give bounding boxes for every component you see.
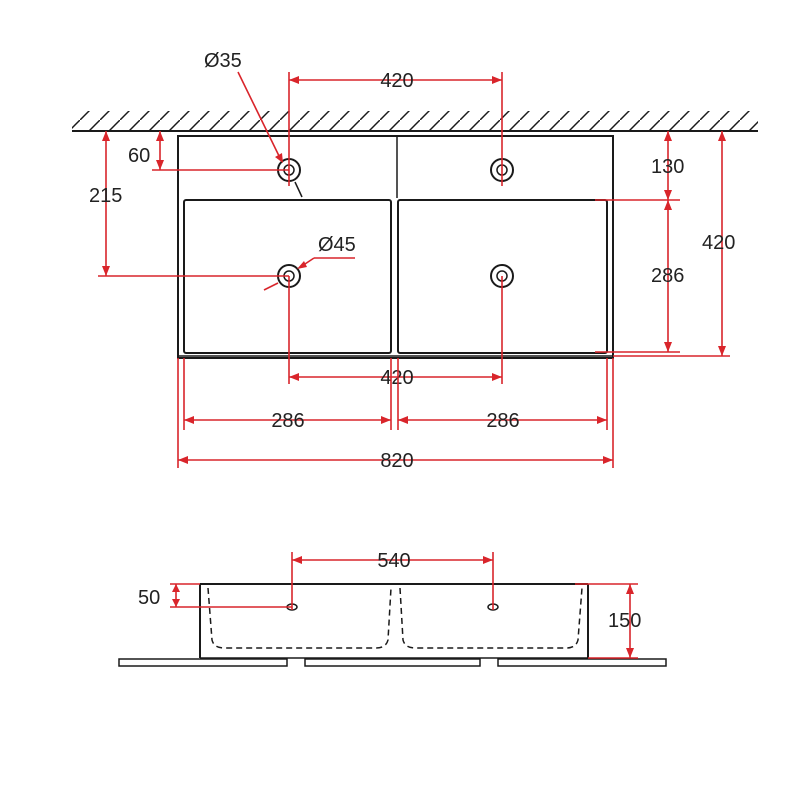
tap-hole-diameter-label: Ø35 xyxy=(204,50,242,72)
basin-profile xyxy=(199,583,589,659)
leader-tap-hole xyxy=(237,71,303,198)
leader-waste-hole xyxy=(263,257,355,291)
dim-waste-spacing xyxy=(288,276,503,384)
hidden-bowl-lines xyxy=(207,587,583,649)
basin-outline xyxy=(177,135,614,359)
side-view: 540 50 150 xyxy=(118,550,667,667)
dim-bowl-width-left-label: 286 xyxy=(271,410,304,432)
dim-wall-to-bowl-label: 130 xyxy=(651,156,684,178)
dim-total-width-label: 820 xyxy=(380,450,413,472)
dim-wall-to-tap-label: 60 xyxy=(128,145,150,167)
wall xyxy=(72,111,758,132)
dim-wall-to-bowl xyxy=(595,131,680,201)
countertop-left xyxy=(118,658,288,667)
dim-waste-spacing-label: 420 xyxy=(380,367,413,389)
dim-wall-to-waste xyxy=(98,131,289,277)
dim-side-hole-spacing-label: 540 xyxy=(377,550,410,572)
dim-total-depth xyxy=(613,131,730,357)
dim-bowl-depth xyxy=(595,200,680,353)
dim-total-depth-label: 420 xyxy=(702,232,735,254)
dim-tap-spacing-label: 420 xyxy=(380,70,413,92)
dim-side-hole-height-label: 50 xyxy=(138,587,160,609)
countertop-right xyxy=(497,658,667,667)
dim-bowl-widths xyxy=(183,358,608,430)
dim-side-total-height xyxy=(575,583,638,659)
top-view: 420 Ø35 60 215 xyxy=(72,50,758,472)
dim-bowl-width-right-label: 286 xyxy=(486,410,519,432)
dim-side-hole-spacing xyxy=(291,552,494,610)
dim-side-total-height-label: 150 xyxy=(608,610,641,632)
dim-tap-spacing xyxy=(288,72,503,186)
dim-bowl-depth-label: 286 xyxy=(651,265,684,287)
countertop-middle xyxy=(304,658,481,667)
dim-wall-to-waste-label: 215 xyxy=(89,185,122,207)
dim-side-hole-height xyxy=(170,583,292,608)
dim-total-width xyxy=(177,358,614,468)
waste-hole-diameter-label: Ø45 xyxy=(318,234,356,256)
dim-wall-to-tap xyxy=(152,131,289,171)
